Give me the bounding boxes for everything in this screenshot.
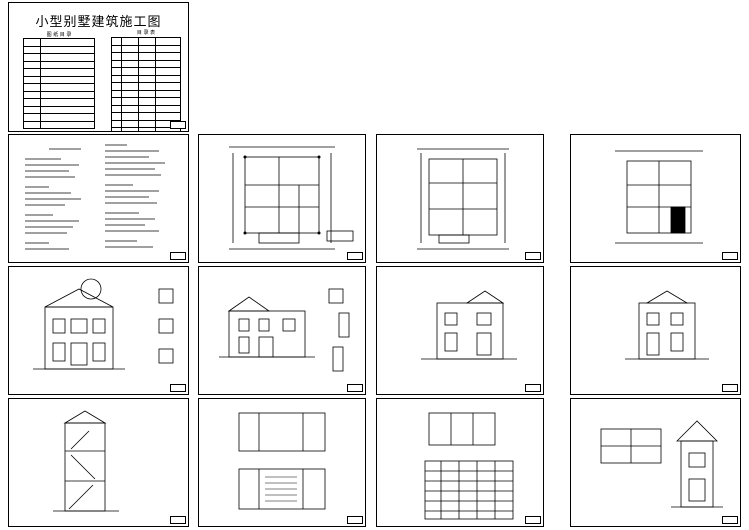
table-row bbox=[111, 104, 181, 113]
table-row bbox=[23, 90, 95, 99]
title-block bbox=[525, 252, 541, 260]
table-row bbox=[23, 98, 95, 107]
section-sheet bbox=[8, 398, 189, 527]
stair-detail-drawing bbox=[238, 412, 326, 510]
design-notes-sheet bbox=[8, 134, 189, 263]
title-block bbox=[722, 384, 738, 392]
floor-plan-sheet-1 bbox=[198, 134, 366, 263]
table-row bbox=[23, 83, 95, 92]
title-block bbox=[170, 252, 186, 260]
floor-plan-sheet-2 bbox=[376, 134, 544, 263]
table-row bbox=[111, 89, 181, 98]
elevation-sheet-1 bbox=[8, 266, 189, 395]
elevation-sheet-3 bbox=[376, 266, 544, 395]
cover-title: 小型别墅建筑施工图 bbox=[35, 15, 162, 30]
title-block bbox=[170, 516, 186, 524]
table-row bbox=[23, 38, 95, 47]
drawing-list-table bbox=[111, 37, 181, 131]
elevation-sheet-4 bbox=[570, 266, 741, 395]
door-window-schedule-drawing bbox=[424, 412, 514, 520]
title-block bbox=[525, 384, 541, 392]
design-notes-text-lines bbox=[25, 144, 165, 250]
drawing-index-heading: 图 纸 目 录 bbox=[46, 32, 72, 38]
roof-plan-drawing bbox=[615, 150, 703, 244]
table-row bbox=[111, 67, 181, 76]
title-block bbox=[347, 252, 363, 260]
floor-plan-1-drawing bbox=[229, 146, 354, 250]
floor-plan-2-drawing bbox=[417, 148, 509, 250]
table-row bbox=[23, 60, 95, 69]
title-block bbox=[170, 384, 186, 392]
table-row bbox=[23, 120, 95, 129]
title-block bbox=[722, 252, 738, 260]
stair-detail-sheet bbox=[198, 398, 366, 527]
table-row bbox=[111, 112, 181, 121]
table-row bbox=[111, 37, 181, 46]
table-row bbox=[23, 53, 95, 62]
door-window-schedule-sheet bbox=[376, 398, 544, 527]
drawing-index-table bbox=[23, 38, 95, 129]
roof-plan-sheet bbox=[570, 134, 741, 263]
stair-section-drawing bbox=[53, 410, 119, 512]
table-row bbox=[23, 113, 95, 122]
table-row bbox=[111, 97, 181, 106]
table-row bbox=[111, 74, 181, 83]
north-elevation-drawing bbox=[219, 288, 350, 372]
title-block bbox=[170, 121, 186, 129]
title-block bbox=[722, 516, 738, 524]
cover-sheet: 小型别墅建筑施工图 图 纸 目 录 目 录 表 bbox=[8, 2, 189, 132]
east-elevation-drawing bbox=[421, 290, 517, 360]
title-block bbox=[347, 516, 363, 524]
title-block bbox=[347, 384, 363, 392]
west-elevation-drawing bbox=[625, 290, 709, 360]
roof-detail-sheet bbox=[570, 398, 741, 527]
table-row bbox=[23, 75, 95, 84]
table-row bbox=[111, 52, 181, 61]
table-row bbox=[111, 44, 181, 53]
title-block bbox=[525, 516, 541, 524]
south-elevation-drawing bbox=[33, 278, 174, 370]
elevation-sheet-2 bbox=[198, 266, 366, 395]
table-row bbox=[111, 82, 181, 91]
roof-detail-drawing bbox=[600, 420, 723, 508]
table-row bbox=[23, 45, 95, 54]
drawing-list-heading: 目 录 表 bbox=[136, 30, 156, 36]
table-row bbox=[23, 68, 95, 77]
table-row bbox=[111, 127, 181, 131]
table-row bbox=[23, 105, 95, 114]
table-row bbox=[111, 59, 181, 68]
